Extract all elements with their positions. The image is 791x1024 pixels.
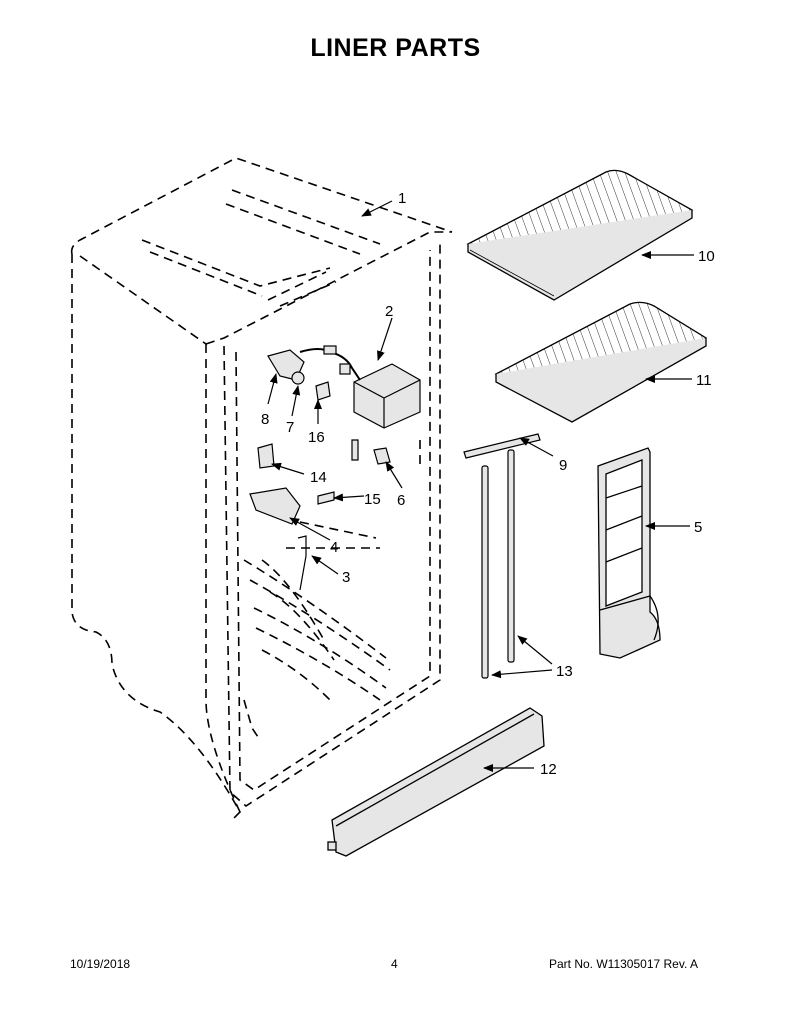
kick-plate (327, 707, 545, 857)
footer-part-number: Part No. W11305017 Rev. A (549, 957, 698, 971)
control-box (299, 345, 421, 429)
wire-shelf-lower (494, 301, 708, 423)
housing-4 (249, 487, 301, 525)
callout-7: 7 (286, 419, 294, 436)
callout-13: 13 (556, 663, 573, 680)
callout-11: 11 (696, 372, 712, 389)
callout-labels: 1 2 3 4 5 6 7 8 9 10 11 12 13 14 15 16 (261, 190, 715, 778)
light-bulb (291, 371, 305, 385)
callout-9: 9 (559, 457, 567, 474)
footer-page-number: 4 (391, 957, 398, 971)
page-title: LINER PARTS (310, 34, 481, 62)
fastener-15 (317, 491, 335, 505)
small-parts (249, 349, 391, 591)
leader-lines (267, 200, 694, 772)
vertical-strips (481, 449, 515, 679)
bracket-14 (257, 443, 275, 469)
sensor-3 (297, 535, 307, 591)
trim-strip (463, 433, 541, 459)
callout-5: 5 (694, 519, 702, 536)
callout-14: 14 (310, 469, 327, 486)
callout-2: 2 (385, 303, 393, 320)
callout-3: 3 (342, 569, 350, 586)
callout-15: 15 (364, 491, 381, 508)
clip-6 (373, 447, 391, 465)
callout-6: 6 (397, 492, 405, 509)
liner-outline (70, 157, 453, 821)
callout-1: 1 (398, 190, 406, 207)
thermostat-knob (315, 381, 331, 401)
callout-8: 8 (261, 411, 269, 428)
screw-part-2 (351, 439, 359, 461)
air-duct-assembly (597, 447, 661, 659)
callout-16: 16 (308, 429, 325, 446)
callout-4: 4 (330, 539, 338, 556)
wire-shelf-upper (466, 169, 694, 301)
callout-12: 12 (540, 761, 557, 778)
callout-10: 10 (698, 248, 715, 265)
footer-date: 10/19/2018 (70, 957, 131, 971)
